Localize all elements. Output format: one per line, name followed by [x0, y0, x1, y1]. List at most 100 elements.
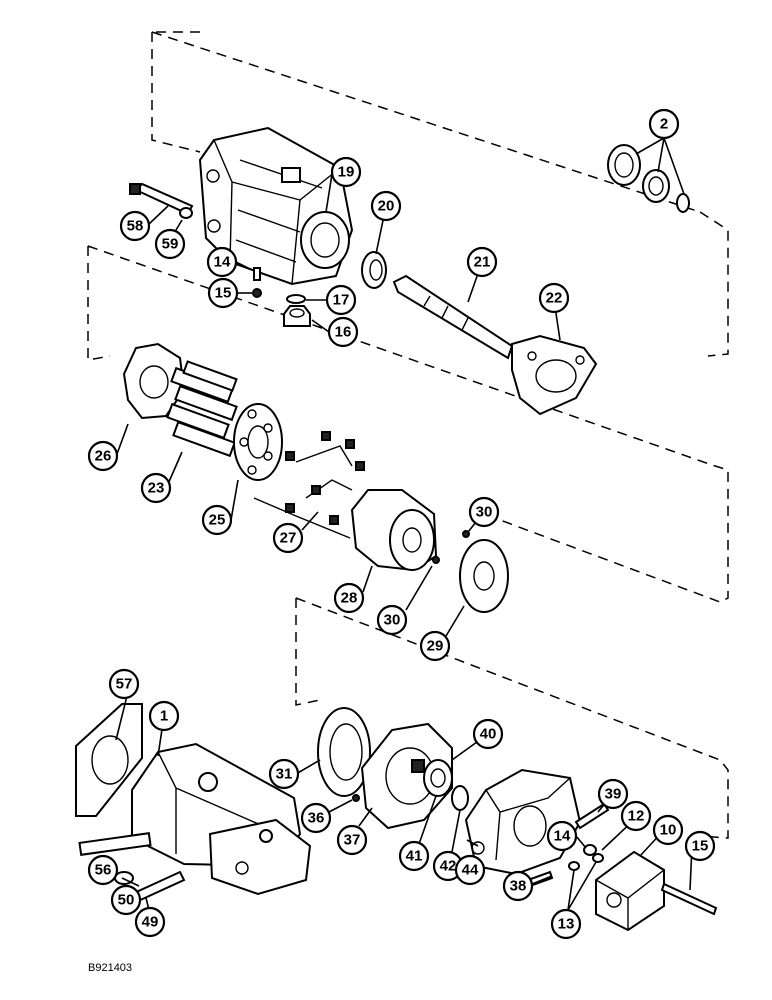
cylinder-block: [350, 489, 438, 572]
callout-18: 16: [327, 316, 359, 348]
svg-text:17: 17: [333, 292, 350, 309]
callout-31-upper: 30: [468, 496, 500, 528]
housing-ball: [252, 288, 262, 298]
svg-text:38: 38: [510, 878, 527, 895]
valve-pin-lower: [432, 556, 440, 564]
svg-text:57: 57: [116, 676, 133, 693]
svg-text:29: 29: [427, 638, 444, 655]
svg-text:15: 15: [215, 285, 232, 302]
callout-38: 37: [336, 824, 368, 856]
callout-10: 10: [652, 814, 684, 846]
figure-code: B921403: [88, 962, 133, 974]
callout-56: 49: [134, 906, 166, 938]
callout-31-lower: 30: [376, 604, 408, 636]
valve-plate: [459, 539, 509, 613]
callout-27: 26: [87, 440, 119, 472]
housing-washer: [179, 207, 193, 219]
valve-o-ring: [583, 844, 597, 856]
svg-text:30: 30: [476, 504, 493, 521]
bearing-cup: [411, 759, 425, 773]
svg-text:40: 40: [480, 726, 497, 743]
svg-text:56: 56: [95, 862, 112, 879]
callout-15: 15: [684, 830, 716, 862]
callout-25: 23: [140, 472, 172, 504]
svg-text:16: 16: [335, 324, 352, 341]
group-outline-upper: [151, 31, 729, 357]
callout-12: 12: [620, 800, 652, 832]
bearing-race-assembly: [317, 707, 371, 797]
group-outline-lower: [295, 597, 729, 839]
callout-58: 56: [87, 854, 119, 886]
valve-o-ring-upper: [592, 853, 604, 863]
piston-set: [166, 360, 238, 458]
callout-59: 57: [108, 668, 140, 700]
callout-57: 50: [110, 884, 142, 916]
drive-shaft: [392, 274, 514, 360]
callout-45: 44: [454, 854, 486, 886]
svg-text:44: 44: [462, 862, 479, 879]
callout-30: 29: [419, 630, 451, 662]
group-outline-middle: [87, 245, 729, 603]
callout-40: 39: [597, 778, 629, 810]
callout-23: 22: [538, 282, 570, 314]
svg-text:22: 22: [546, 290, 563, 307]
svg-text:37: 37: [344, 832, 361, 849]
svg-text:41: 41: [406, 848, 423, 865]
callout-50: 59: [154, 228, 186, 260]
callout-2: 2: [648, 108, 680, 140]
svg-text:14: 14: [214, 254, 231, 271]
svg-text:15: 15: [692, 838, 709, 855]
svg-text:59: 59: [162, 236, 179, 253]
callout-42: 41: [398, 840, 430, 872]
svg-text:30: 30: [384, 612, 401, 629]
callout-13: 13: [550, 908, 582, 940]
callout-39: 38: [502, 870, 534, 902]
bearing-race: [451, 785, 469, 811]
valve-bolt: [660, 882, 718, 916]
svg-text:23: 23: [148, 480, 165, 497]
svg-text:12: 12: [628, 808, 645, 825]
svg-text:26: 26: [95, 448, 112, 465]
svg-text:19: 19: [338, 164, 355, 181]
callout-28: 27: [272, 522, 304, 554]
callout-29: 28: [333, 582, 365, 614]
pump-housing: [198, 126, 354, 286]
callout-17: 15: [207, 277, 239, 309]
callout-49: 58: [119, 210, 151, 242]
svg-text:42: 42: [440, 858, 457, 875]
callout-19: 17: [325, 284, 357, 316]
svg-text:1: 1: [160, 708, 168, 725]
svg-text:14: 14: [554, 828, 571, 845]
callout-20: 19: [330, 156, 362, 188]
pump-assembly: [131, 742, 312, 896]
mounting-gasket: [75, 703, 143, 817]
svg-text:36: 36: [308, 810, 325, 827]
svg-text:58: 58: [127, 218, 144, 235]
callout-16: 14: [206, 246, 238, 278]
valve-o-ring-lower: [568, 861, 580, 871]
shaft-seal-kit: [607, 144, 690, 213]
valve-block: [595, 850, 665, 932]
callout-21: 20: [370, 190, 402, 222]
callout-36: 31: [268, 758, 300, 790]
callout-41: 40: [472, 718, 504, 750]
cover-bolt: [574, 802, 610, 830]
svg-text:28: 28: [341, 590, 358, 607]
svg-text:39: 39: [605, 786, 622, 803]
valve-pin-upper: [462, 530, 470, 538]
callout-26: 25: [201, 504, 233, 536]
callout-1: 1: [148, 700, 180, 732]
svg-text:50: 50: [118, 892, 135, 909]
callout-14: 14: [546, 820, 578, 852]
svg-text:25: 25: [209, 512, 226, 529]
svg-text:13: 13: [558, 916, 575, 933]
housing-pin: [253, 267, 261, 281]
plug-o-ring: [286, 294, 306, 304]
swashplate-hardware: [253, 431, 365, 539]
svg-text:2: 2: [660, 116, 668, 133]
spacer-plate: [78, 832, 152, 856]
svg-text:31: 31: [276, 766, 293, 783]
housing-bolt: [129, 182, 194, 216]
svg-text:10: 10: [660, 822, 677, 839]
